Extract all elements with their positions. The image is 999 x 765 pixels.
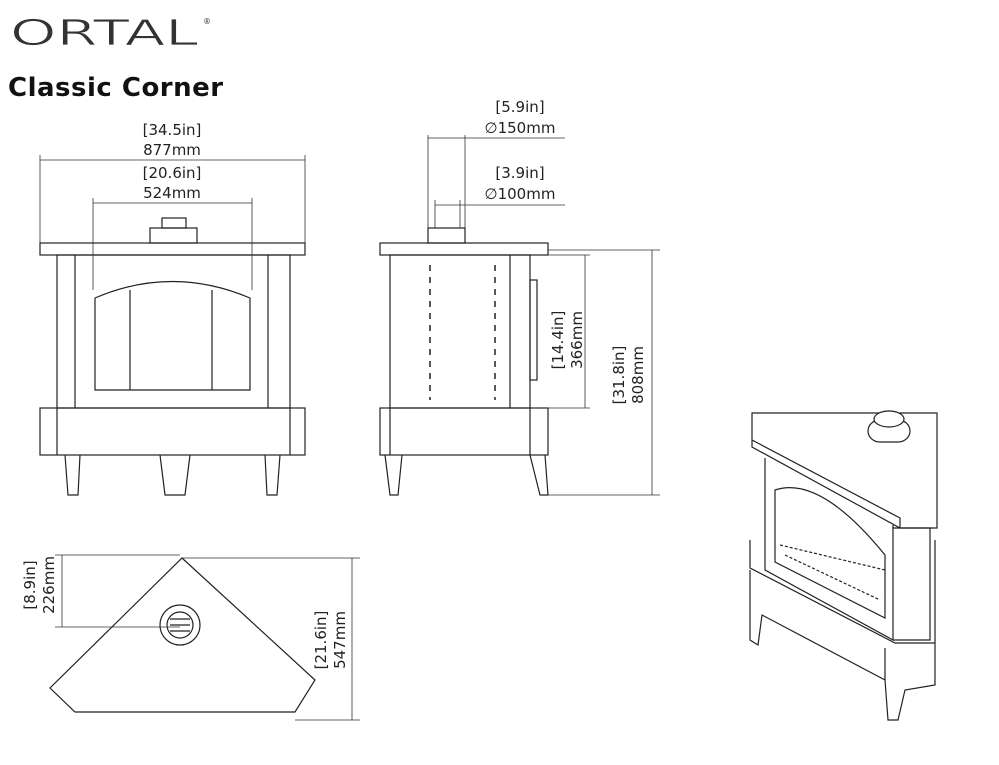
front-view bbox=[39, 217, 306, 496]
depth-in-label: [21.6in] bbox=[312, 611, 330, 670]
total-height-mm-label: 808mm bbox=[629, 346, 647, 404]
side-view bbox=[379, 227, 549, 496]
flue-outer-in-label: [5.9in] bbox=[495, 98, 544, 116]
opening-in-label: [20.6in] bbox=[143, 164, 202, 182]
depth-mm-label: 547mm bbox=[331, 611, 349, 669]
flue-offset-mm-label: 226mm bbox=[40, 556, 58, 614]
glass-height-in-label: [14.4in] bbox=[549, 311, 567, 370]
dimension-lines bbox=[39, 135, 660, 721]
flue-inner-in-label: [3.9in] bbox=[495, 164, 544, 182]
flue-outer-mm-label: ∅150mm bbox=[485, 119, 556, 137]
width-mm-label: 877mm bbox=[143, 141, 201, 159]
glass-height-mm-label: 366mm bbox=[568, 311, 586, 369]
flue-inner-mm-label: ∅100mm bbox=[485, 185, 556, 203]
logo-text: ORTAL bbox=[10, 14, 198, 50]
flue-offset-in-label: [8.9in] bbox=[21, 560, 39, 609]
opening-mm-label: 524mm bbox=[143, 184, 201, 202]
page-title: Classic Corner bbox=[8, 73, 224, 103]
ortal-logo: ORTAL ® bbox=[8, 13, 213, 55]
registered-mark: ® bbox=[203, 17, 211, 26]
plan-view bbox=[49, 557, 316, 713]
width-in-label: [34.5in] bbox=[143, 121, 202, 139]
isometric-view bbox=[749, 410, 938, 721]
total-height-in-label: [31.8in] bbox=[610, 346, 628, 405]
